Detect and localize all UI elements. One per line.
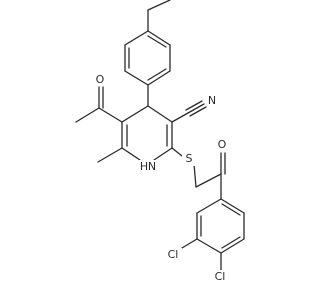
dcp-bond-3 bbox=[196, 238, 222, 254]
dcp-bond-1 bbox=[196, 198, 222, 214]
nitrile-group bbox=[171, 100, 207, 123]
bond-n1-c6 bbox=[121, 147, 141, 161]
label-bg bbox=[164, 248, 182, 262]
bond-s-ch2 bbox=[193, 163, 197, 188]
atom-label-nitrogen-ring: N bbox=[148, 160, 156, 173]
bond-dcp-cl1 bbox=[181, 238, 198, 249]
bond-c3-nitrile bbox=[171, 112, 189, 123]
label-bg bbox=[207, 94, 219, 108]
atom-label-nitrogen-nitrile: N bbox=[208, 94, 216, 107]
atom-label-chlorine-2: Cl bbox=[215, 270, 226, 283]
aryl-double-2 bbox=[147, 35, 167, 48]
label-bg bbox=[182, 152, 196, 166]
label-bg bbox=[215, 137, 229, 151]
bond-c2-s bbox=[171, 147, 183, 157]
chemical-structure-diagram: O N S N H O Cl Cl bbox=[75, 0, 245, 284]
atom-label-oxygen-acetyl: O bbox=[96, 73, 105, 86]
bond-nitrile-triple-1 bbox=[187, 103, 205, 114]
label-bg bbox=[211, 270, 229, 284]
atom-labels: O N S N H O Cl Cl bbox=[93, 72, 229, 284]
label-bg bbox=[93, 72, 107, 86]
bond-ethyl-methyl bbox=[147, 0, 171, 11]
bond-nitrile-triple-2 bbox=[185, 100, 203, 111]
aryl-bond-1 bbox=[124, 70, 149, 86]
bond-c5-acetyl bbox=[98, 107, 123, 123]
ethylphenyl-group bbox=[124, 0, 171, 107]
dcp-bond-6 bbox=[220, 198, 245, 214]
dichlorophenyl-group bbox=[181, 198, 245, 271]
aryl-bond-6 bbox=[147, 70, 171, 86]
atom-label-sulfur: S bbox=[186, 152, 193, 165]
aryl-bond-3 bbox=[124, 30, 149, 46]
bond-acetyl-methyl bbox=[75, 107, 100, 123]
aryl-double-3 bbox=[147, 68, 167, 81]
bond-ch2-co bbox=[195, 173, 222, 188]
aryl-bond-4 bbox=[147, 30, 171, 46]
label-bg bbox=[139, 160, 157, 174]
dcp-double-2 bbox=[221, 236, 241, 249]
bond-c5-c4 bbox=[121, 105, 149, 123]
bond-nitrile-triple-3 bbox=[189, 106, 207, 117]
atom-label-hydrogen-ring: H bbox=[140, 160, 148, 173]
bond-c2-n1 bbox=[153, 147, 173, 161]
thioether-chain bbox=[171, 147, 226, 200]
dcp-bond-4 bbox=[220, 238, 245, 254]
dcp-double-3 bbox=[221, 203, 241, 216]
bond-c6-methyl bbox=[97, 147, 123, 163]
dihydropyridine-ring bbox=[121, 105, 173, 161]
bond-c4-c3 bbox=[147, 105, 173, 123]
atom-label-chlorine-1: Cl bbox=[168, 248, 179, 261]
atom-label-oxygen-ketone: O bbox=[218, 138, 227, 151]
acetyl-group bbox=[75, 86, 123, 123]
